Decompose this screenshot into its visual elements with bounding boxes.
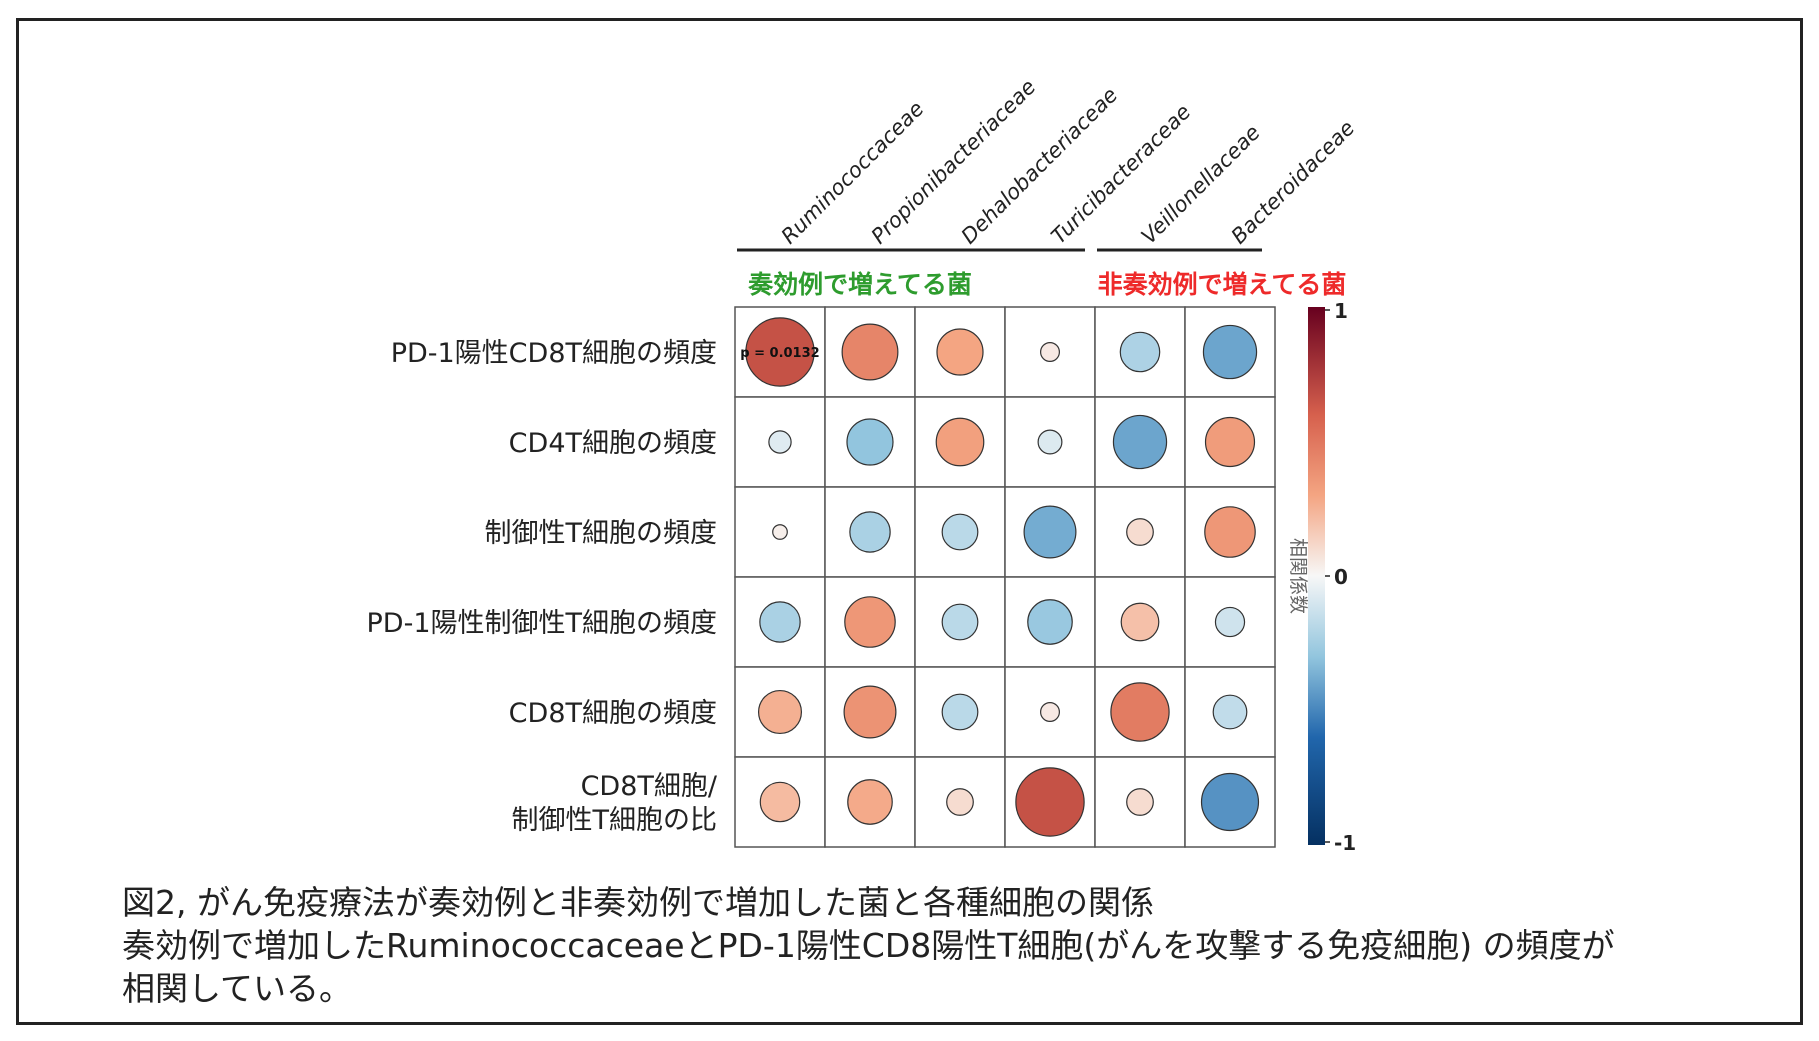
correlation-circle <box>936 328 984 376</box>
correlation-circle <box>745 317 815 387</box>
correlation-circle <box>847 779 893 825</box>
correlation-circle <box>1212 694 1248 730</box>
correlation-circle <box>759 601 801 643</box>
correlation-circle <box>1023 505 1077 559</box>
correlation-circle <box>946 788 974 816</box>
correlation-circle <box>1204 506 1256 558</box>
group-label: 非奏効例で増えてる菌 <box>1098 270 1347 299</box>
row-label: CD8T細胞の頻度 <box>509 698 717 729</box>
correlation-circle <box>844 596 896 648</box>
correlation-circle <box>941 693 979 731</box>
correlation-circle <box>1202 324 1258 380</box>
correlation-circle <box>849 511 891 553</box>
correlation-circle <box>1126 788 1154 816</box>
correlation-circle <box>941 603 979 641</box>
row-label: CD8T細胞/ <box>581 771 718 802</box>
correlation-circle <box>1204 416 1256 468</box>
caption-line-2: 奏効例で増加したRuminococcaceaeとPD-1陽性CD8陽性T細胞(が… <box>122 926 1615 965</box>
colorbar-tick-label: -1 <box>1334 831 1356 855</box>
correlation-circle <box>935 417 985 467</box>
colorbar-title: 相関係数 <box>1287 538 1309 614</box>
row-label: PD-1陽性CD8T細胞の頻度 <box>391 338 717 369</box>
correlation-circle <box>1040 342 1060 362</box>
correlation-circle <box>841 323 899 381</box>
correlation-circle <box>1027 599 1073 645</box>
correlation-circle <box>1040 702 1060 722</box>
correlation-circle <box>772 524 788 540</box>
column-label: Propionibacteriaceae <box>867 75 1041 249</box>
grid-cell <box>824 576 916 668</box>
correlation-circle <box>941 513 979 551</box>
row-label: CD4T細胞の頻度 <box>509 428 717 459</box>
row-label: PD-1陽性制御性T細胞の頻度 <box>367 608 718 639</box>
p-value-annotation: p = 0.0132 <box>740 346 819 361</box>
caption-line-1: 図2, がん免疫療法が奏効例と非奏効例で増加した菌と各種細胞の関係 <box>122 883 1154 922</box>
correlation-circle <box>1120 602 1160 642</box>
correlation-circle <box>843 685 897 739</box>
correlation-circle <box>1119 331 1161 373</box>
correlation-circle <box>1126 518 1154 546</box>
colorbar <box>1308 307 1325 845</box>
column-label: Dehalobacteriaceae <box>957 83 1123 249</box>
row-label: 制御性T細胞の頻度 <box>485 518 718 549</box>
group-label: 奏効例で増えてる菌 <box>747 270 972 299</box>
correlation-circle <box>1037 429 1063 455</box>
correlation-circle <box>846 418 894 466</box>
correlation-circle <box>1015 767 1085 837</box>
correlation-circle <box>1112 414 1168 470</box>
caption-line-3: 相関している。 <box>122 969 353 1008</box>
row-label: 制御性T細胞の比 <box>512 805 718 836</box>
correlation-circle <box>1110 682 1170 742</box>
colorbar-tick-label: 0 <box>1334 565 1348 589</box>
correlation-circle <box>759 781 801 823</box>
figure-frame <box>16 18 1803 1025</box>
correlation-circle <box>757 689 803 735</box>
correlation-circle <box>1200 772 1260 832</box>
colorbar-tick-label: 1 <box>1334 299 1348 323</box>
correlation-circle <box>768 430 792 454</box>
correlation-circle <box>1214 606 1246 638</box>
